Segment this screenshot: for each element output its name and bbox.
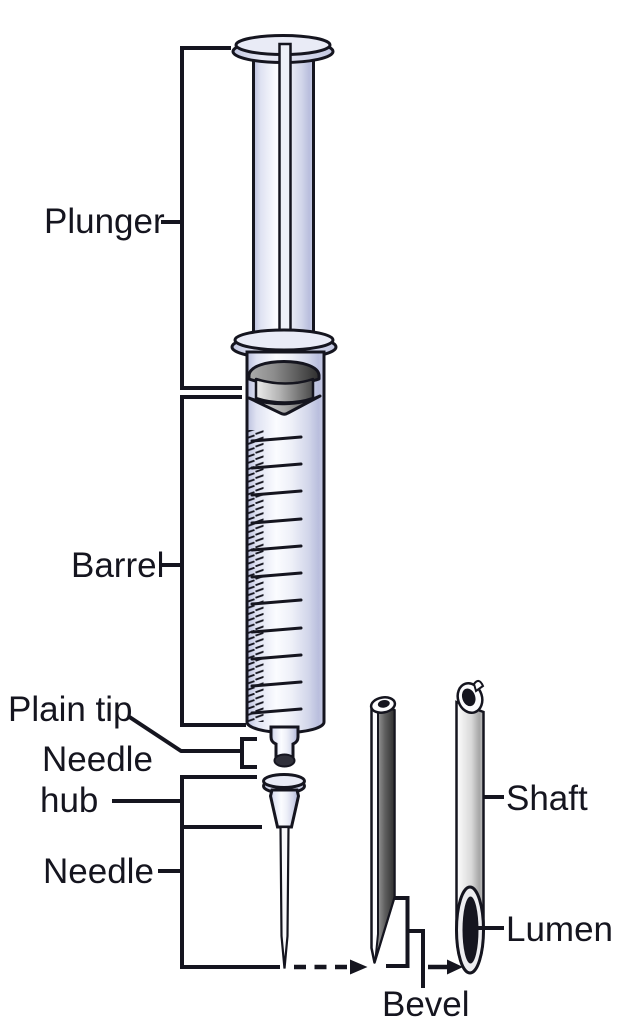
label-barrel: Barrel <box>71 546 164 585</box>
plain-tip-leader-line <box>126 714 240 753</box>
shaft-bevel-heel-point <box>472 680 485 693</box>
plunger-bracket <box>180 46 242 390</box>
needle-shaft-view <box>455 680 485 975</box>
barrel-bracket <box>180 395 246 727</box>
stopper-cone <box>247 394 322 416</box>
bevel-leader-line <box>407 929 425 988</box>
needle-bevel-view <box>369 696 397 964</box>
solid-arrow-right-icon <box>447 959 463 975</box>
lumen-opening <box>462 896 479 964</box>
needle-hub-needle-bracket <box>180 775 280 969</box>
plunger-stopper <box>247 360 322 416</box>
label-plain-tip: Plain tip <box>8 690 133 729</box>
annotations <box>112 46 504 988</box>
dashed-arrow-right-icon <box>350 959 368 975</box>
plain-tip <box>269 725 300 768</box>
bevel-needle-shading <box>374 704 396 960</box>
barrel-major-graduations <box>250 435 303 715</box>
plain-tip-opening <box>273 753 296 768</box>
label-needle-hub-2: hub <box>40 781 98 820</box>
label-needle: Needle <box>43 852 154 891</box>
plain-tip-bracket <box>240 737 257 769</box>
shaft-top-lumen-dot <box>461 688 476 707</box>
arrows <box>294 959 463 975</box>
hub-body <box>268 788 301 829</box>
label-bevel: Bevel <box>382 985 470 1024</box>
plunger-rod-rib <box>278 42 292 344</box>
label-shaft: Shaft <box>506 779 588 818</box>
plunger-flange-top <box>233 328 335 352</box>
syringe <box>230 34 338 969</box>
needle-hub <box>262 773 306 829</box>
needle-front-view <box>279 825 290 969</box>
label-plunger: Plunger <box>44 202 165 241</box>
stopper-middle-band <box>254 377 315 404</box>
plunger <box>230 34 338 360</box>
label-needle-hub-1: Needle <box>42 740 153 779</box>
hub-flange-top <box>262 773 306 789</box>
label-lumen: Lumen <box>506 910 613 949</box>
bevel-needle-top-opening <box>369 696 397 714</box>
bevel-needle-lumen-dot <box>377 699 390 708</box>
